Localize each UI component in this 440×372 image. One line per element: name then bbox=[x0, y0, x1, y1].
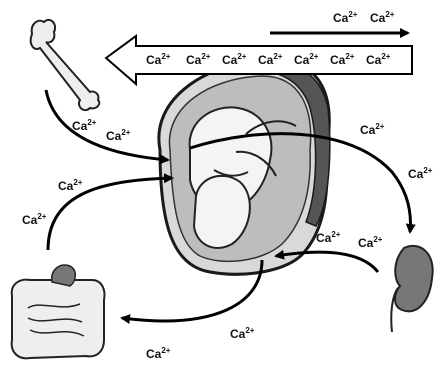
calcium-ion-label: Ca2+ bbox=[22, 212, 47, 227]
calcium-ion-label: Ca2+ bbox=[358, 235, 383, 250]
uterus-with-fetus bbox=[159, 60, 330, 274]
calcium-ion-label: Ca2+ bbox=[106, 128, 131, 143]
calcium-ion-label: Ca2+ bbox=[360, 122, 385, 137]
calcium-ion-label: Ca2+ bbox=[230, 326, 255, 341]
calcium-ion-label: Ca2+ bbox=[408, 166, 433, 181]
calcium-ion-label: Ca2+ bbox=[58, 178, 83, 193]
calcium-ion-label: Ca2+ bbox=[72, 118, 97, 133]
calcium-ion-label: Ca2+ bbox=[333, 10, 358, 25]
kidney-icon bbox=[391, 246, 432, 332]
calcium-ion-label: Ca2+ bbox=[316, 230, 341, 245]
intestines-icon bbox=[12, 265, 105, 358]
calcium-ion-label: Ca2+ bbox=[370, 10, 395, 25]
arrow-bone-to-fetus bbox=[46, 90, 168, 160]
bone-icon bbox=[31, 20, 100, 110]
calcium-ion-label: Ca2+ bbox=[146, 346, 171, 361]
